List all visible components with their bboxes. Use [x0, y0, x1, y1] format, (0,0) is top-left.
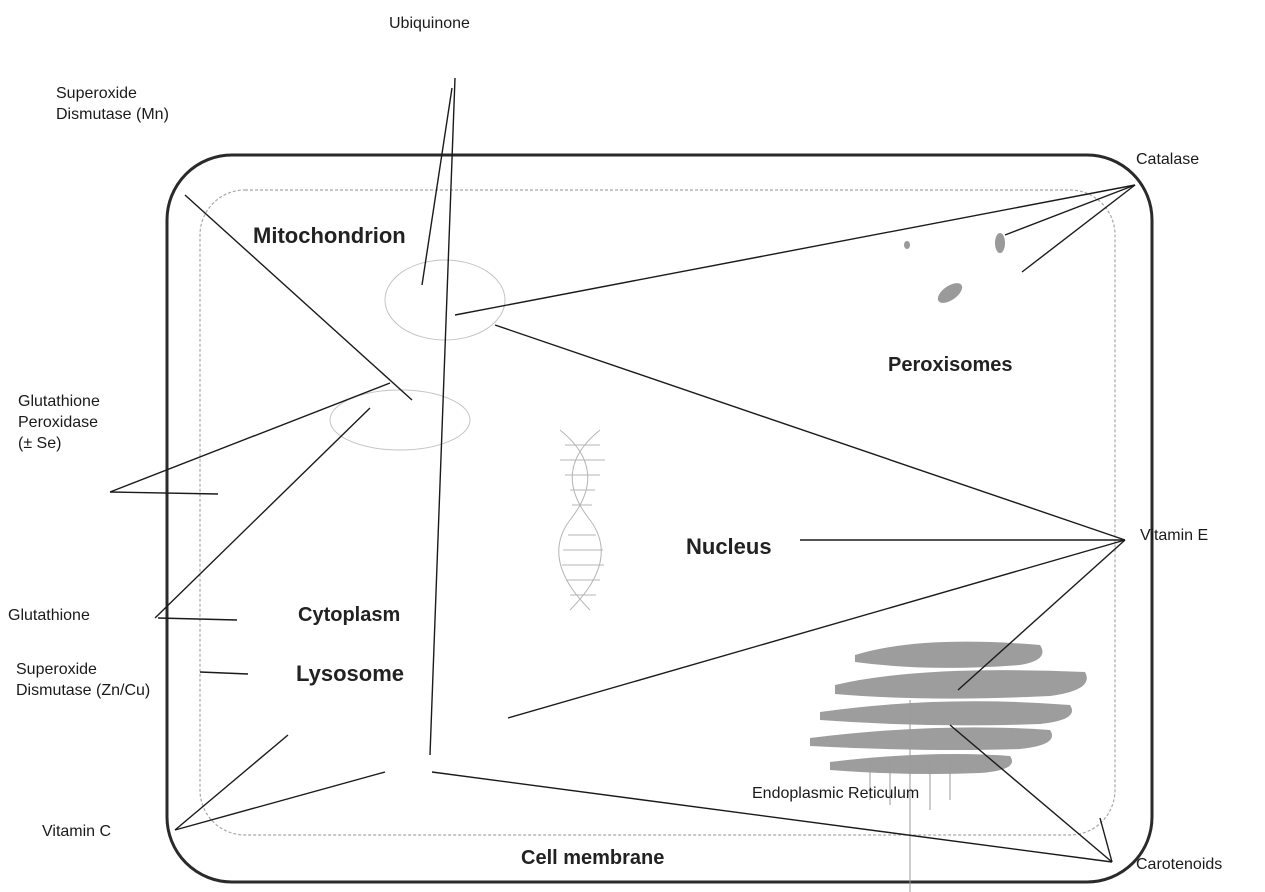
superoxide-dismutase-zncu-line2: Dismutase (Zn/Cu): [16, 681, 150, 702]
vitamin-e-label: Vitamin E: [1140, 526, 1208, 547]
superoxide-dismutase-zncu-label: Superoxide Dismutase (Zn/Cu): [16, 660, 150, 702]
cell-membrane-outline: [167, 155, 1152, 882]
superoxide-dismutase-mn-line1: Superoxide: [56, 84, 169, 105]
glutathione-label: Glutathione: [8, 606, 90, 627]
endoplasmic-reticulum-label: Endoplasmic Reticulum: [752, 784, 919, 805]
glutathione-peroxidase-line2: Peroxidase: [18, 413, 100, 434]
superoxide-dismutase-mn-line2: Dismutase (Mn): [56, 105, 169, 126]
glutathione-peroxidase-label: Glutathione Peroxidase (± Se): [18, 392, 100, 454]
superoxide-dismutase-mn-label: Superoxide Dismutase (Mn): [56, 84, 169, 126]
carotenoids-label: Carotenoids: [1136, 855, 1222, 876]
glutathione-peroxidase-line3: (± Se): [18, 434, 100, 455]
cytoplasm-label: Cytoplasm: [298, 602, 400, 628]
catalase-label: Catalase: [1136, 150, 1199, 171]
mitochondrion-label: Mitochondrion: [253, 222, 406, 251]
nucleus-dna-sketch: [559, 430, 605, 610]
glutathione-peroxidase-line1: Glutathione: [18, 392, 100, 413]
endoplasmic-reticulum-shapes: [810, 642, 1087, 774]
peroxisome-shapes: [904, 233, 1005, 307]
cell-membrane-label: Cell membrane: [521, 845, 664, 871]
ubiquinone-label: Ubiquinone: [389, 14, 470, 35]
nucleus-label: Nucleus: [686, 533, 772, 562]
lysosome-label: Lysosome: [296, 660, 404, 689]
peroxisomes-label: Peroxisomes: [888, 352, 1013, 378]
vitamin-c-label: Vitamin C: [42, 822, 111, 843]
superoxide-dismutase-zncu-line1: Superoxide: [16, 660, 150, 681]
